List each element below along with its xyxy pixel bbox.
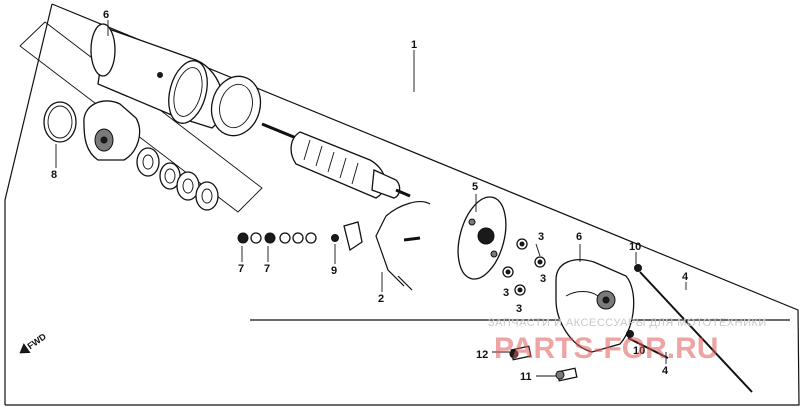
- label-1: 1: [411, 39, 417, 51]
- brush: [343, 221, 363, 252]
- label-12: 12: [476, 349, 488, 361]
- front-cover: [83, 100, 141, 161]
- label-7-b: 7: [264, 263, 270, 275]
- yoke-seal-ring: [210, 75, 262, 137]
- leader-lines: [55, 20, 687, 377]
- sub-assembly-frame: [19, 21, 263, 213]
- fwd-indicator: FWD: [19, 331, 48, 354]
- label-9: 9: [331, 265, 337, 277]
- mounting-screws: [509, 345, 578, 382]
- label-6-yoke: 6: [103, 9, 109, 21]
- through-bolts: [626, 264, 753, 393]
- brush-holder-bracket: [375, 201, 431, 291]
- label-8: 8: [51, 169, 57, 181]
- label-3-a: 3: [538, 231, 544, 243]
- armature: [261, 122, 411, 199]
- label-6-cover: 6: [576, 231, 582, 243]
- label-7-a: 7: [238, 263, 244, 275]
- callout-labels: 1 6 8 5 3 6 10 3 3 3 4 10 4 7 7 9 2 12 1…: [51, 9, 689, 383]
- label-5: 5: [472, 181, 478, 193]
- washer-set: [136, 147, 219, 211]
- label-10-a: 10: [629, 241, 641, 253]
- label-3-c: 3: [503, 287, 509, 299]
- fwd-label: FWD: [25, 331, 48, 351]
- assembly-frame: [4, 3, 800, 406]
- watermark-line1: ЗАПЧАСТИ И АКСЕССУАРЫ ДЛЯ МОТОТЕХНИКИ: [488, 317, 767, 329]
- label-4-b: 4: [662, 365, 669, 377]
- label-2: 2: [378, 293, 384, 305]
- label-11: 11: [520, 371, 532, 383]
- label-10-b: 10: [633, 345, 645, 357]
- label-3-b: 3: [540, 273, 546, 285]
- rear-cover: [555, 259, 635, 353]
- brush-holder-plate: [457, 196, 507, 280]
- watermark-line2: PARTS-FOR.RU: [494, 332, 718, 365]
- o-ring: [43, 101, 77, 143]
- label-4-a: 4: [682, 271, 689, 283]
- label-3-d: 3: [516, 303, 522, 315]
- terminal-hardware-set: [237, 232, 339, 244]
- watermark: ЗАПЧАСТИ И АКСЕССУАРЫ ДЛЯ МОТОТЕХНИКИ PA…: [488, 317, 767, 365]
- insulator-nuts: [502, 238, 546, 296]
